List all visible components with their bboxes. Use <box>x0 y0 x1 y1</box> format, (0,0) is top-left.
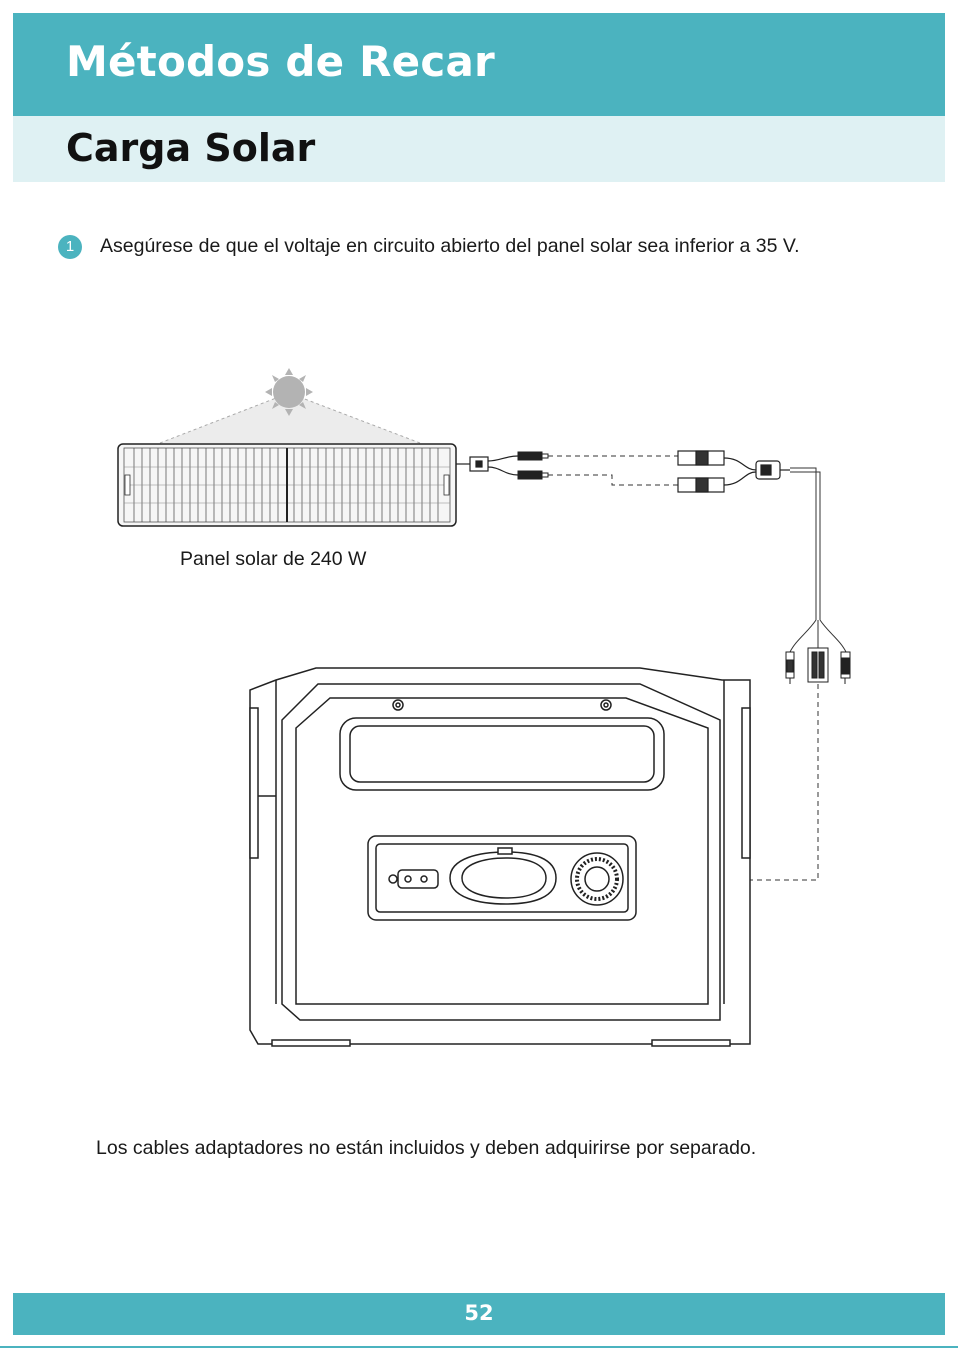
note-text: Los cables adaptadores no están incluido… <box>96 1137 756 1160</box>
page-number: 52 <box>13 1301 945 1325</box>
solar-panel <box>118 444 456 526</box>
footer-band: 52 <box>13 1293 945 1335</box>
dashed-connection-lines <box>548 456 678 485</box>
adapter-output-connectors <box>786 648 850 684</box>
adapter-y-cable <box>678 451 790 492</box>
solar-panel-label: Panel solar de 240 W <box>180 548 366 571</box>
panel-mc4-connectors <box>518 452 548 479</box>
adapter-cable <box>790 468 846 652</box>
power-station <box>250 668 750 1046</box>
bottom-rule <box>0 1346 958 1348</box>
panel-cable <box>456 456 518 475</box>
sun-icon <box>160 368 420 443</box>
